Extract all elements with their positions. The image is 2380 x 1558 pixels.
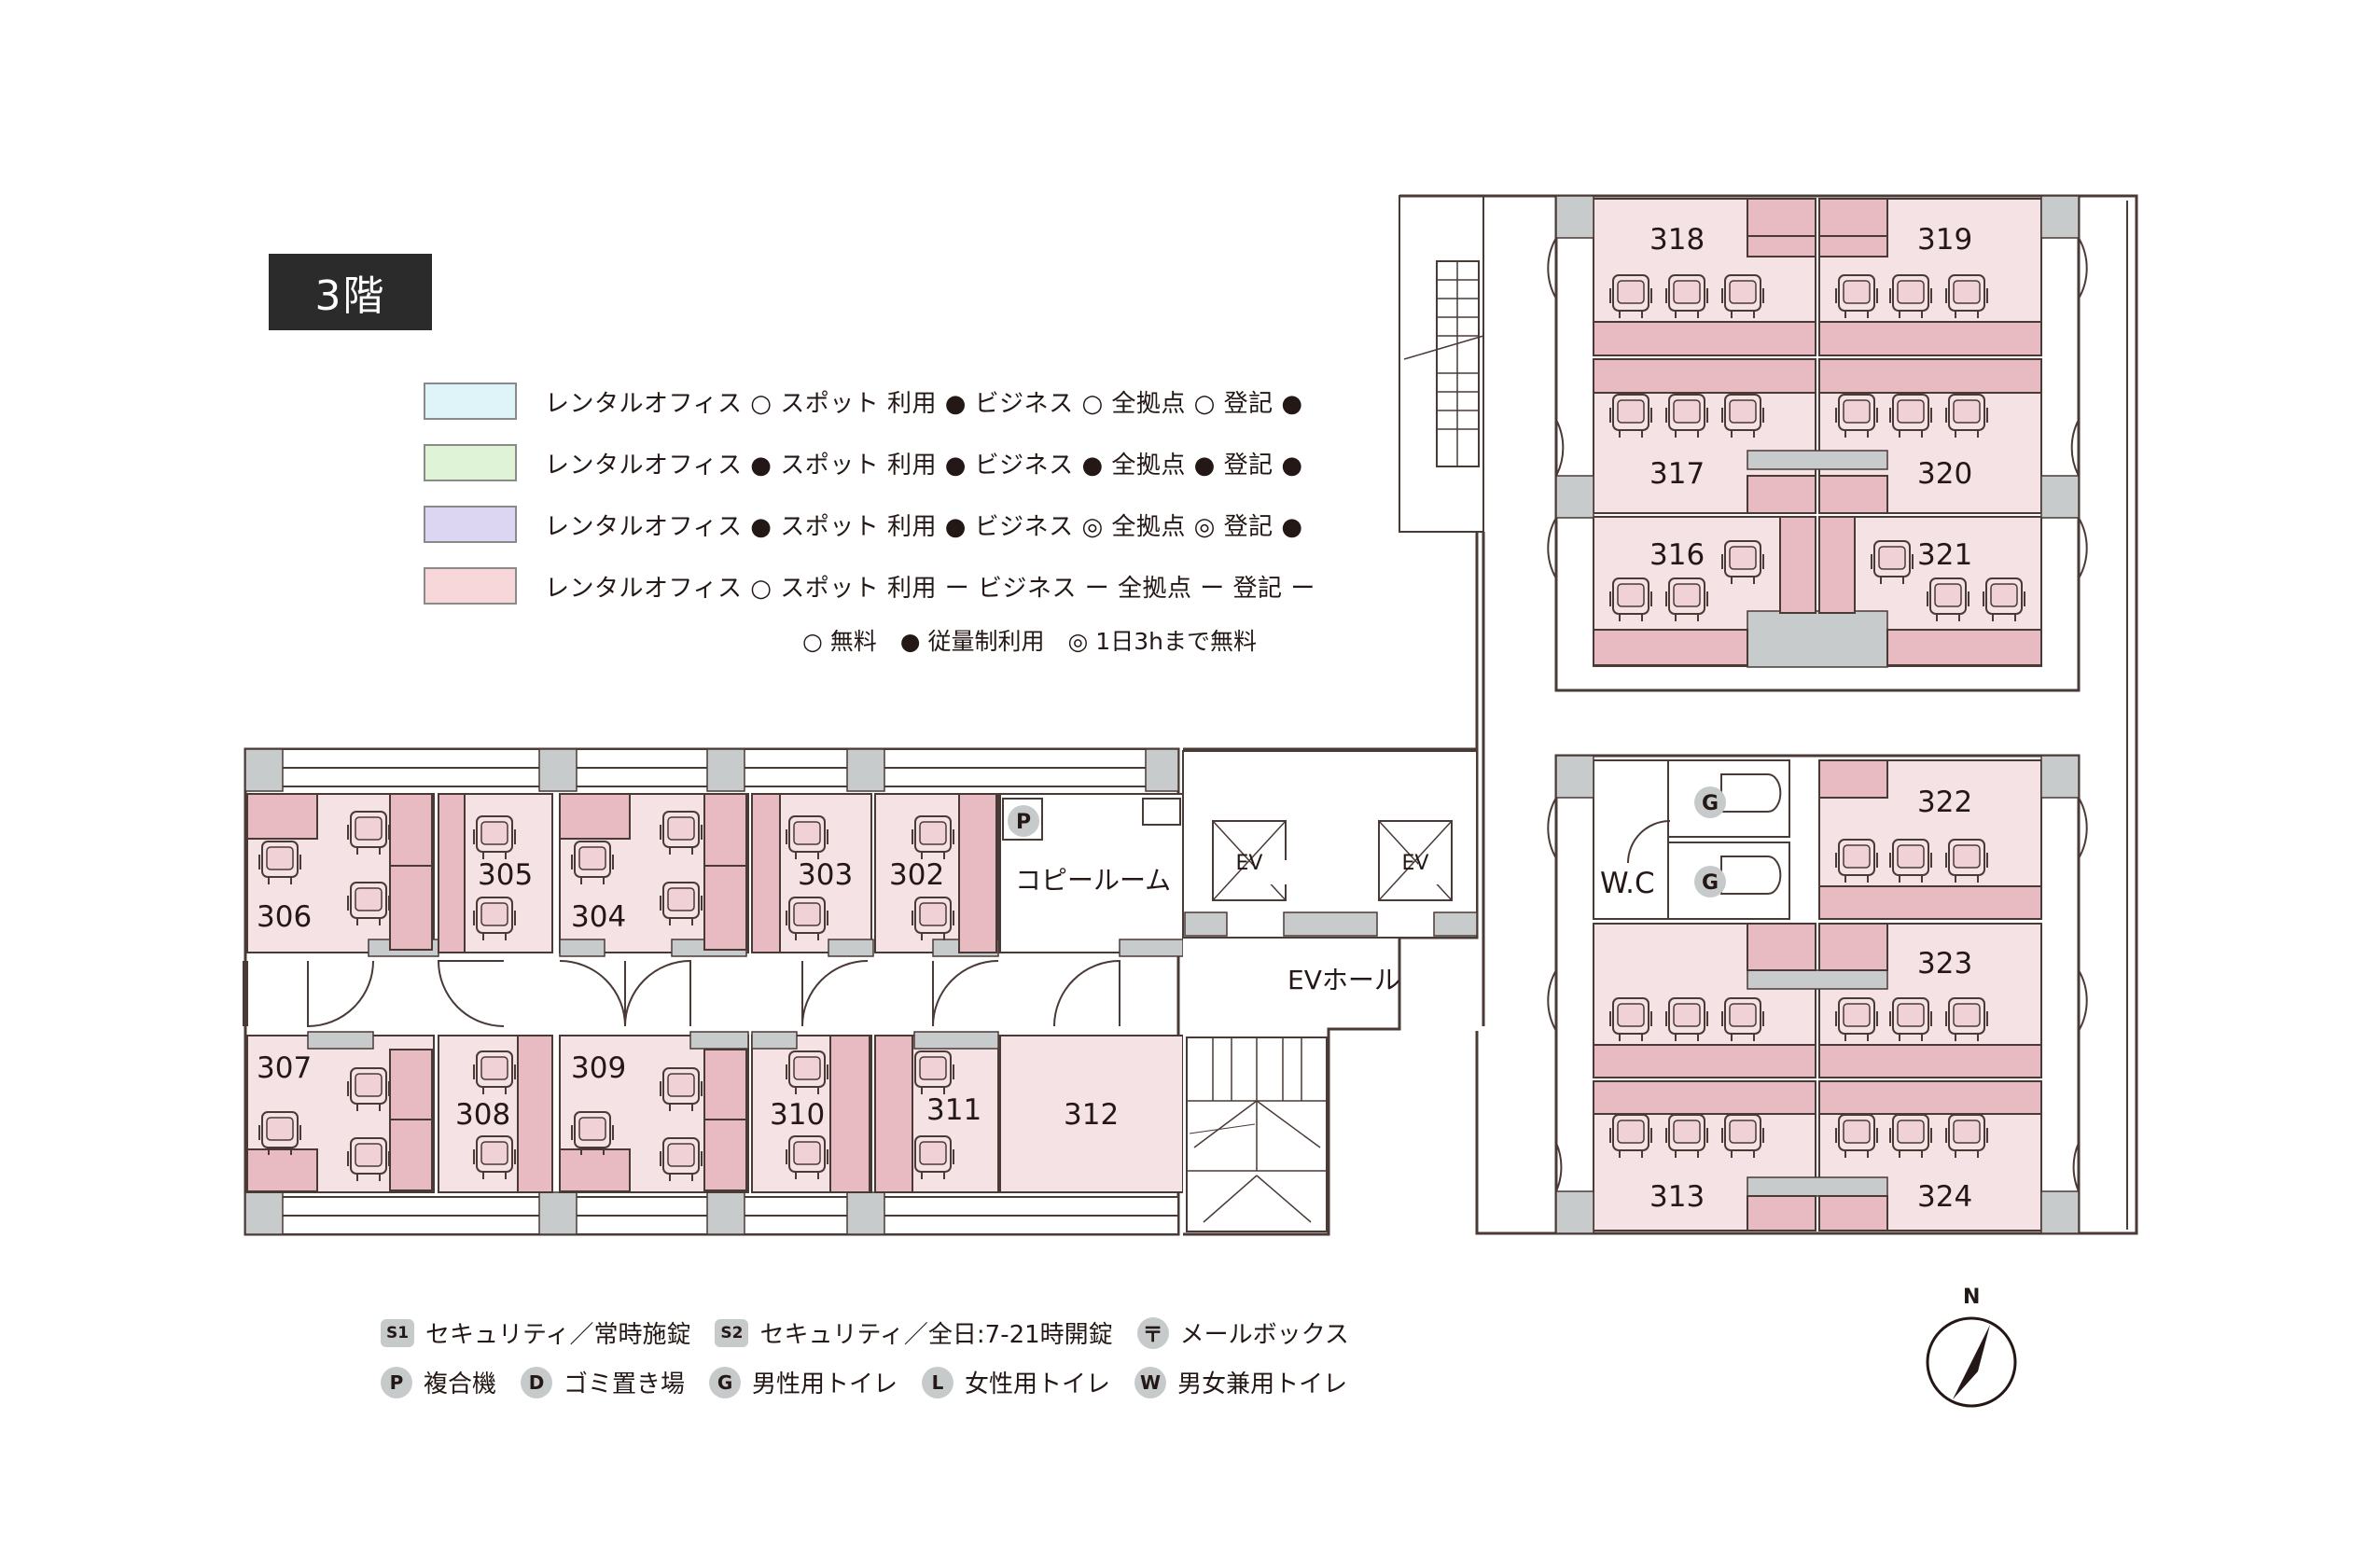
- legend-row-1: レンタルオフィス ○ スポット 利用 ● ビジネス ○ 全拠点 ○ 登記 ●: [424, 381, 1303, 422]
- room-307: 307: [257, 1051, 312, 1085]
- legend-text: レンタルオフィス ○ スポット 利用 ー ビジネス ー 全拠点 ー 登記 ー: [545, 574, 1315, 603]
- room-309: 309: [571, 1051, 626, 1085]
- printer-badge-label: P: [1016, 811, 1031, 834]
- womens-toilet-icon: L: [922, 1366, 954, 1398]
- icon-key-row-1: S1 セキュリティ／常時施錠 S2 セキュリティ／全日:7-21時開錠 〒 メー…: [381, 1315, 1373, 1350]
- key-security-locked: S1 セキュリティ／常時施錠: [381, 1315, 690, 1350]
- key-label: 男性用トイレ: [752, 1370, 898, 1398]
- legend-text: レンタルオフィス ● スポット 利用 ● ビジネス ● 全拠点 ● 登記 ●: [545, 451, 1303, 480]
- key-label: 複合機: [424, 1370, 497, 1398]
- key-printer: P 複合機: [381, 1365, 496, 1399]
- room-303: 303: [798, 858, 853, 892]
- key-security-hours: S2 セキュリティ／全日:7-21時開錠: [715, 1315, 1113, 1350]
- printer-icon: P: [381, 1366, 412, 1398]
- legend-text: レンタルオフィス ○ スポット 利用 ● ビジネス ○ 全拠点 ○ 登記 ●: [545, 389, 1303, 418]
- key-label: 男女兼用トイレ: [1177, 1370, 1348, 1398]
- room-wc: W.C: [1600, 867, 1655, 900]
- room-313: 313: [1649, 1180, 1705, 1214]
- room-322: 322: [1917, 786, 1972, 819]
- north-arrow-icon: [1926, 1316, 2017, 1408]
- room-319: 319: [1917, 223, 1972, 257]
- legend-swatch: [424, 506, 517, 543]
- icon-key-row-2: P 複合機 D ゴミ置き場 G 男性用トイレ L 女性用トイレ W 男女兼用トイ…: [381, 1365, 1371, 1399]
- toilet-badge-1: [1694, 786, 1726, 818]
- mens-toilet-icon: G: [709, 1366, 742, 1398]
- room-308: 308: [455, 1098, 510, 1132]
- legend-row-3: レンタルオフィス ● スポット 利用 ● ビジネス ◎ 全拠点 ◎ 登記 ●: [424, 504, 1303, 545]
- room-320: 320: [1917, 457, 1972, 491]
- elevator-2: EV: [1402, 852, 1429, 875]
- key-label: 女性用トイレ: [965, 1370, 1111, 1398]
- toilet-badge-2: [1694, 866, 1726, 897]
- toilet-badge-2-label: G: [1702, 871, 1719, 895]
- room-312: 312: [1064, 1098, 1119, 1132]
- lock-icon: S1: [381, 1318, 414, 1347]
- key-trash: D ゴミ置き場: [521, 1365, 685, 1399]
- unisex-toilet-icon: W: [1134, 1366, 1167, 1398]
- room-311: 311: [926, 1093, 981, 1127]
- lock-icon: S2: [715, 1318, 749, 1347]
- key-label: セキュリティ／全日:7-21時開錠: [759, 1321, 1113, 1349]
- legend-swatch: [424, 567, 517, 605]
- key-label: メールボックス: [1179, 1321, 1349, 1349]
- key-unisex-toilet: W 男女兼用トイレ: [1134, 1365, 1347, 1399]
- room-321: 321: [1917, 538, 1972, 572]
- legend-swatch: [424, 444, 517, 481]
- room-317: 317: [1649, 457, 1705, 491]
- legend-text: レンタルオフィス ● スポット 利用 ● ビジネス ◎ 全拠点 ◎ 登記 ●: [545, 512, 1303, 541]
- toilet-badge-1-label: G: [1702, 792, 1719, 815]
- room-310: 310: [770, 1098, 825, 1132]
- key-mailbox: 〒 メールボックス: [1136, 1315, 1349, 1350]
- legend-swatch: [424, 383, 517, 420]
- key-label: セキュリティ／常時施錠: [425, 1321, 691, 1349]
- room-copy: コピールーム: [1015, 865, 1171, 896]
- ev-hall: EVホール: [1287, 965, 1400, 995]
- room-302: 302: [889, 858, 944, 892]
- room-304: 304: [571, 900, 626, 934]
- floor-label: 3階: [269, 254, 432, 330]
- room-324: 324: [1917, 1180, 1972, 1214]
- mailbox-icon: 〒: [1136, 1316, 1169, 1349]
- key-womens-toilet: L 女性用トイレ: [922, 1365, 1110, 1399]
- room-323: 323: [1917, 947, 1972, 981]
- legend-row-4: レンタルオフィス ○ スポット 利用 ー ビジネス ー 全拠点 ー 登記 ー: [424, 565, 1315, 606]
- trash-icon: D: [521, 1366, 553, 1398]
- room-318: 318: [1649, 223, 1705, 257]
- legend-row-2: レンタルオフィス ● スポット 利用 ● ビジネス ● 全拠点 ● 登記 ●: [424, 442, 1303, 483]
- key-mens-toilet: G 男性用トイレ: [709, 1365, 898, 1399]
- usage-key: ○ 無料 ● 従量制利用 ◎ 1日3hまで無料: [802, 628, 1257, 655]
- room-306: 306: [257, 900, 312, 934]
- north-label: N: [1963, 1286, 1980, 1309]
- key-label: ゴミ置き場: [564, 1370, 686, 1398]
- room-316: 316: [1649, 538, 1705, 572]
- room-305: 305: [478, 858, 533, 892]
- elevator-1: EV: [1236, 852, 1263, 875]
- printer-badge: [1008, 805, 1039, 837]
